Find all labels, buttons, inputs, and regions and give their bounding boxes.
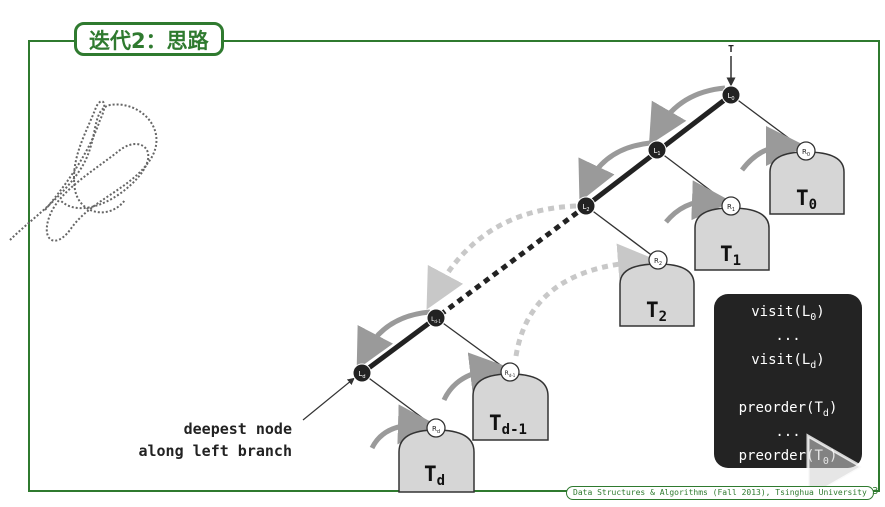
node-rd: Rd	[426, 418, 446, 438]
subtree-td-label: Td	[424, 462, 445, 489]
arrow-to-r1	[664, 180, 732, 224]
subtree-td1-label: Td-1	[489, 411, 527, 438]
subtree-t0-label: T0	[796, 186, 817, 213]
node-r0: R0	[796, 141, 816, 161]
node-ld1: Ld-1	[426, 308, 446, 328]
arrow-to-r0	[740, 126, 806, 172]
code-line-1: visit(L0)	[751, 304, 825, 323]
edge-ld-rd	[361, 372, 437, 429]
deepest-node-line1: deepest node	[183, 420, 292, 438]
code-line-2: ...	[775, 328, 801, 344]
node-l0: L0	[721, 85, 741, 105]
node-l2: L2	[576, 196, 596, 216]
edge-l2-r2	[585, 205, 659, 261]
subtree-t2-label: T2	[646, 298, 667, 325]
node-ld: Ld	[352, 363, 372, 383]
arrow-ld1-ld	[356, 309, 431, 370]
deepest-node-label: deepest node along left branch	[138, 418, 292, 462]
edge-l1-r1	[656, 149, 732, 207]
svg-text:R0: R0	[802, 148, 810, 158]
deepest-pointer-arrow	[302, 377, 355, 421]
svg-text:L1: L1	[653, 147, 660, 157]
play-icon[interactable]	[790, 430, 870, 504]
svg-text:L0: L0	[727, 92, 734, 102]
svg-text:Ld: Ld	[358, 370, 365, 380]
deepest-node-line2: along left branch	[138, 442, 292, 460]
root-pointer-label: T	[728, 44, 734, 55]
svg-text:Ld-1: Ld-1	[431, 316, 441, 324]
left-chain-edge-bottom	[360, 315, 438, 376]
slide-title: 迭代2：思路	[74, 22, 224, 56]
edge-l0-r0	[730, 94, 807, 152]
arrow-l1-l2	[578, 140, 651, 203]
code-line-3: visit(Ld)	[751, 352, 825, 371]
arrow-l2-ld1-dotted	[426, 203, 577, 310]
code-line-4: preorder(Td)	[738, 400, 838, 419]
subtree-t1-label: T1	[720, 242, 741, 269]
code-spacer	[714, 372, 862, 396]
scribble-decoration	[9, 100, 158, 242]
page-number: 3	[872, 486, 879, 497]
arrow-l0-l1	[648, 85, 726, 146]
arrow-to-r2-dotted	[513, 243, 658, 357]
svg-text:R2: R2	[654, 257, 662, 267]
edge-ld1-rd1	[435, 317, 511, 373]
node-l1: L1	[647, 140, 667, 160]
code-line-5: ...	[775, 424, 801, 440]
svg-text:R1: R1	[727, 203, 735, 213]
arrow-to-rd1	[441, 352, 510, 402]
node-r2: R2	[648, 250, 668, 270]
slide-footer: Data Structures & Algorithms (Fall 2013)…	[566, 486, 874, 500]
svg-text:Rd: Rd	[432, 425, 440, 435]
arrow-to-rd	[369, 404, 438, 450]
svg-text:Rd-1: Rd-1	[505, 370, 516, 378]
svg-text:L2: L2	[582, 203, 589, 213]
node-r1: R1	[721, 196, 741, 216]
node-rd1: Rd-1	[500, 362, 520, 382]
